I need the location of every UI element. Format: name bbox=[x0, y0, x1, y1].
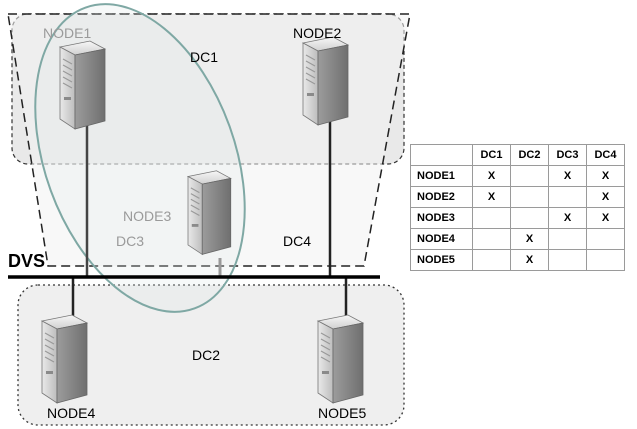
table-header-row: DC1 DC2 DC3 DC4 bbox=[410, 144, 625, 166]
dc2-region bbox=[17, 284, 405, 426]
table-cell: X bbox=[472, 165, 511, 187]
table-cell bbox=[472, 207, 511, 229]
table-cell: X bbox=[510, 228, 549, 250]
node4-server-icon bbox=[41, 314, 88, 404]
table-cell bbox=[586, 249, 625, 271]
dvs-label: DVS bbox=[8, 251, 45, 271]
table-row: NODE4 X bbox=[410, 228, 625, 250]
membership-table: DC1 DC2 DC3 DC4 NODE1 X X X NODE2 X X NO… bbox=[410, 144, 625, 271]
table-row: NODE2 X X bbox=[410, 186, 625, 208]
row-header: NODE5 bbox=[410, 249, 473, 271]
column-header: DC4 bbox=[586, 144, 625, 166]
row-header: NODE2 bbox=[410, 186, 473, 208]
table-cell: X bbox=[586, 186, 625, 208]
row-header: NODE3 bbox=[410, 207, 473, 229]
table-row: NODE3 X X bbox=[410, 207, 625, 229]
column-header: DC2 bbox=[510, 144, 549, 166]
table-cell bbox=[548, 186, 587, 208]
table-cell bbox=[548, 249, 587, 271]
table-cell bbox=[510, 165, 549, 187]
node3-label: NODE3 bbox=[123, 208, 171, 224]
dc1-label: DC1 bbox=[190, 49, 218, 65]
node3-server-icon bbox=[187, 170, 232, 255]
row-header: NODE4 bbox=[410, 228, 473, 250]
row-header: NODE1 bbox=[410, 165, 473, 187]
table-row: NODE1 X X X bbox=[410, 165, 625, 187]
table-cell bbox=[510, 207, 549, 229]
node4-label: NODE4 bbox=[47, 405, 95, 421]
node2-server-icon bbox=[302, 36, 349, 126]
table-cell: X bbox=[548, 165, 587, 187]
node2-label: NODE2 bbox=[293, 25, 341, 41]
node1-server-icon bbox=[59, 40, 106, 130]
column-header: DC3 bbox=[548, 144, 587, 166]
table-cell bbox=[472, 228, 511, 250]
table-row: NODE5 X bbox=[410, 249, 625, 271]
dc4-label: DC4 bbox=[283, 233, 311, 249]
table-corner-cell bbox=[410, 144, 473, 166]
table-cell: X bbox=[510, 249, 549, 271]
table-cell: X bbox=[548, 207, 587, 229]
column-header: DC1 bbox=[472, 144, 511, 166]
node5-label: NODE5 bbox=[318, 405, 366, 421]
table-cell: X bbox=[586, 165, 625, 187]
dc2-label: DC2 bbox=[192, 347, 220, 363]
dc3-label: DC3 bbox=[116, 233, 144, 249]
table-cell: X bbox=[472, 186, 511, 208]
table-cell bbox=[510, 186, 549, 208]
node5-server-icon bbox=[317, 314, 364, 404]
node1-label: NODE1 bbox=[43, 25, 91, 41]
table-cell: X bbox=[586, 207, 625, 229]
table-cell bbox=[586, 228, 625, 250]
table-cell bbox=[472, 249, 511, 271]
table-cell bbox=[548, 228, 587, 250]
